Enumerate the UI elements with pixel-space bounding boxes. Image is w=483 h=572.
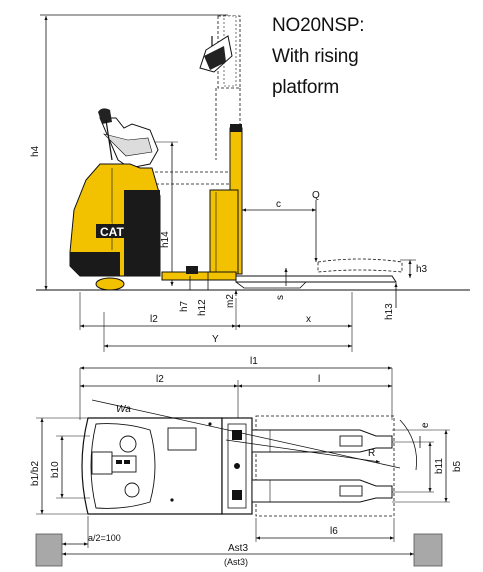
R-line — [225, 439, 381, 464]
fork-arm — [235, 275, 397, 283]
label-Ast3: Ast3 — [228, 543, 248, 554]
pallet-outline — [255, 415, 395, 517]
label-b11: b11 — [434, 458, 445, 474]
label-h13: h13 — [384, 303, 395, 320]
label-b5: b5 — [452, 460, 463, 472]
label-b10: b10 — [50, 461, 61, 478]
label-c: c — [276, 199, 281, 210]
label-Q: Q — [312, 190, 320, 201]
label-l2-top: l2 — [156, 374, 164, 385]
label-l1: l1 — [250, 356, 258, 367]
drive-wheel — [95, 277, 125, 291]
title-line-2: With rising — [272, 46, 359, 67]
control-knob-1 — [116, 460, 122, 464]
cat-badge-triangle — [101, 214, 112, 224]
tiller-head — [98, 108, 112, 124]
load-roller-left — [339, 435, 363, 447]
turning-arc — [399, 419, 417, 471]
side-view: h4 h14 — [30, 14, 470, 352]
bolt — [170, 498, 174, 502]
platform-step — [186, 266, 198, 274]
label-l2-side: l2 — [150, 314, 158, 325]
battery-compartment — [124, 190, 160, 276]
top-view: l1 l2 l — [30, 356, 463, 567]
load-roller-right — [339, 485, 363, 497]
label-Ast3-paren: (Ast3) — [224, 557, 248, 567]
label-s: s — [275, 295, 286, 300]
bolt-2 — [208, 422, 212, 426]
fork-right — [251, 479, 393, 503]
label-h14: h14 — [160, 231, 171, 248]
control-knob-2 — [124, 460, 130, 464]
fork-left — [251, 429, 393, 453]
raised-deck-outline — [150, 171, 237, 185]
label-l6: l6 — [330, 526, 338, 537]
label-Y: Y — [212, 334, 219, 345]
lower-panel — [70, 252, 120, 276]
fork-underside — [235, 281, 307, 289]
label-h7: h7 — [179, 300, 190, 312]
cat-badge-bg — [96, 224, 126, 238]
label-R: R — [368, 448, 375, 459]
label-Wa: Wa — [116, 404, 131, 415]
title-line-1: NO20NSP: — [272, 15, 365, 36]
steering-knob — [119, 435, 137, 453]
label-x: x — [306, 314, 311, 325]
label-h4: h4 — [30, 145, 41, 157]
tiller-arm — [105, 119, 113, 161]
label-h12: h12 — [197, 299, 208, 316]
wa-line — [91, 399, 401, 469]
operator-backrest — [103, 133, 153, 157]
drawing-title: NO20NSP: With rising platform — [272, 10, 365, 103]
label-e: e — [420, 422, 431, 428]
label-l: l — [318, 374, 320, 385]
mast-pivot — [234, 463, 240, 469]
raised-operator-detail — [204, 46, 226, 70]
mast-top — [230, 124, 242, 132]
handle-grip — [124, 482, 140, 498]
operator-compartment — [90, 423, 156, 509]
cat-logo: CAT — [100, 225, 124, 239]
label-h3: h3 — [416, 264, 428, 275]
battery-lid — [167, 427, 197, 451]
mast-inner — [227, 423, 247, 509]
platform-base — [161, 271, 237, 281]
aisle-wall-right — [413, 533, 443, 567]
mast-rollers — [232, 430, 242, 500]
label-b1b2: b1/b2 — [30, 461, 41, 486]
mast-carriage — [209, 189, 239, 275]
raised-load-outline — [317, 258, 403, 273]
label-a2: a/2=100 — [88, 533, 121, 543]
label-m2: m2 — [225, 294, 236, 308]
title-line-3: platform — [272, 77, 340, 98]
tiller-housing — [91, 451, 113, 475]
aisle-wall-left — [35, 533, 63, 567]
